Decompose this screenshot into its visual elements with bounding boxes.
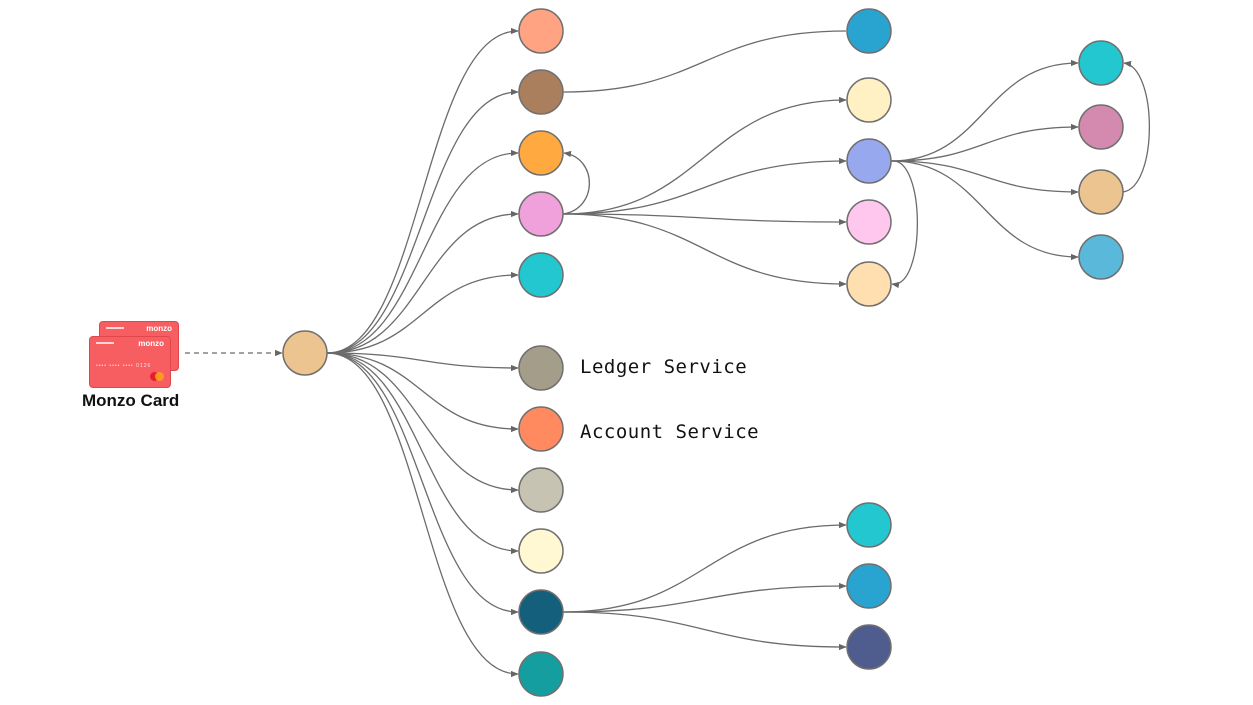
account-service-label: Account Service [580, 421, 760, 443]
edges [185, 27, 1151, 678]
card-brand: monzo [138, 339, 164, 348]
edge-a4-b5 [562, 213, 847, 288]
node-a1 [518, 8, 564, 54]
edge-b3-c1 [890, 59, 1079, 162]
edge-a4-a3 [562, 150, 590, 215]
edge-root-a5 [326, 271, 519, 354]
node-a9 [518, 528, 564, 574]
node-a2 [518, 69, 564, 115]
mastercard-logo-icon [150, 372, 164, 381]
node-a8 [518, 467, 564, 513]
edge-b3-c4 [890, 160, 1079, 261]
edge-a10-b8 [562, 611, 847, 651]
node-b5 [846, 261, 892, 307]
node-a3 [518, 130, 564, 176]
edge-root-a4 [326, 210, 519, 354]
edge-root-a3 [326, 149, 519, 354]
edge-a4-b2 [562, 96, 847, 215]
card-title: Monzo Card [82, 391, 180, 410]
card-front: monzo •••• •••• •••• 0126 [89, 336, 171, 388]
card-stripe [96, 342, 114, 344]
edge-root-account [326, 352, 519, 433]
edge-root-ledger [326, 352, 519, 372]
node-b4 [846, 199, 892, 245]
nodes [282, 8, 1124, 697]
edge-a2-b1 [562, 30, 847, 93]
node-a10 [518, 589, 564, 635]
edge-root-a1 [326, 27, 519, 354]
edge-root-a8 [326, 352, 519, 494]
node-c3 [1078, 169, 1124, 215]
edge-a4-b4 [562, 213, 847, 226]
node-b6 [846, 502, 892, 548]
edge-a10-b7 [562, 582, 847, 613]
card-brand: monzo [146, 324, 172, 333]
edge-a4-b3 [562, 157, 847, 215]
edge-root-a2 [326, 88, 519, 354]
card-number: •••• •••• •••• 0126 [96, 363, 152, 369]
edge-root-a10 [326, 352, 519, 616]
edge-c3-c1 [1122, 60, 1151, 193]
edge-b3-c3 [890, 160, 1079, 196]
node-a4 [518, 191, 564, 237]
edge-b3-c2 [890, 123, 1079, 162]
edge-b3-b5 [890, 160, 918, 289]
node-b8 [846, 624, 892, 670]
card-stripe [106, 327, 124, 329]
node-root [282, 330, 328, 376]
node-c1 [1078, 40, 1124, 86]
node-ledger [518, 345, 564, 391]
node-c2 [1078, 104, 1124, 150]
edge-root-a11 [326, 352, 519, 678]
edge-root-a9 [326, 352, 519, 555]
edge-a10-b6 [562, 521, 847, 613]
node-account [518, 406, 564, 452]
node-b1 [846, 8, 892, 54]
node-b2 [846, 77, 892, 123]
ledger-service-label: Ledger Service [580, 356, 748, 378]
node-b7 [846, 563, 892, 609]
node-a11 [518, 651, 564, 697]
node-c4 [1078, 234, 1124, 280]
node-b3 [846, 138, 892, 184]
node-a5 [518, 252, 564, 298]
